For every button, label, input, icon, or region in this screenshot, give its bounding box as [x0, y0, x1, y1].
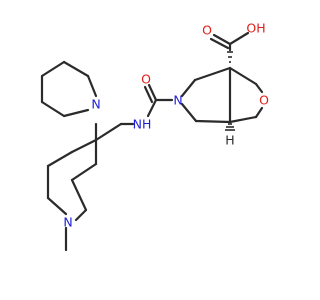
- bond-carbonyl-nh: [146, 98, 158, 118]
- structure-canvas: OH O O N O NH N N H: [40, 21, 269, 252]
- bond-cooh-o-double-2: [209, 37, 230, 50]
- bond-pipB-r1: [70, 162, 98, 182]
- molecule-drawing: OH O O N O NH N N H: [40, 21, 269, 252]
- bond-carbonyl-o-1: [147, 83, 158, 102]
- bond-c1-n5: [180, 78, 197, 98]
- bond-cooh-o-double-1: [212, 33, 232, 46]
- bond-n5-c4: [180, 102, 198, 123]
- bond-pipA-c5-c6: [62, 60, 90, 78]
- bond-pipB-l3: [46, 196, 68, 216]
- bond-pipB-l1: [46, 150, 74, 168]
- bond-pipA-c4-c5: [40, 60, 66, 78]
- bond-c4q-upper-left: [70, 138, 98, 154]
- atom-label-ring-n: N: [173, 93, 182, 108]
- stereo-hash-carboxyl: [227, 51, 233, 63]
- atom-label-stereo-h: H: [225, 133, 234, 148]
- atom-label-methylpiperidine-n: N: [63, 215, 72, 230]
- bond-pipB-n-right: [74, 208, 88, 222]
- bond-pipA-c6-n: [86, 74, 98, 98]
- bond-carbonyl-o-2: [143, 85, 154, 104]
- atom-label-amide-o: O: [141, 72, 151, 87]
- atom-label-carboxyl-o: O: [202, 23, 212, 38]
- bond-o2-c7: [254, 106, 264, 119]
- atom-label-ring-o: O: [259, 93, 269, 108]
- bond-c3a-c1: [193, 66, 232, 82]
- bond-c3a-c3: [228, 66, 258, 86]
- atom-label-oh: OH: [246, 21, 265, 36]
- bond-c7-c6a: [228, 115, 258, 124]
- stereo-hash-bond: [225, 123, 235, 131]
- bond-cooh-oh: [228, 31, 250, 46]
- bond-c3-o2: [254, 82, 264, 94]
- atom-label-piperidine-n: N: [91, 97, 100, 112]
- bond-c4-c6a: [194, 119, 232, 124]
- bond-pipB-r2: [70, 178, 88, 212]
- atom-label-amide-nh: NH: [133, 117, 152, 132]
- bond-pipA-c2-c3: [40, 100, 66, 118]
- bond-npip-c2: [62, 108, 90, 118]
- bond-ch2-c4q: [94, 122, 123, 142]
